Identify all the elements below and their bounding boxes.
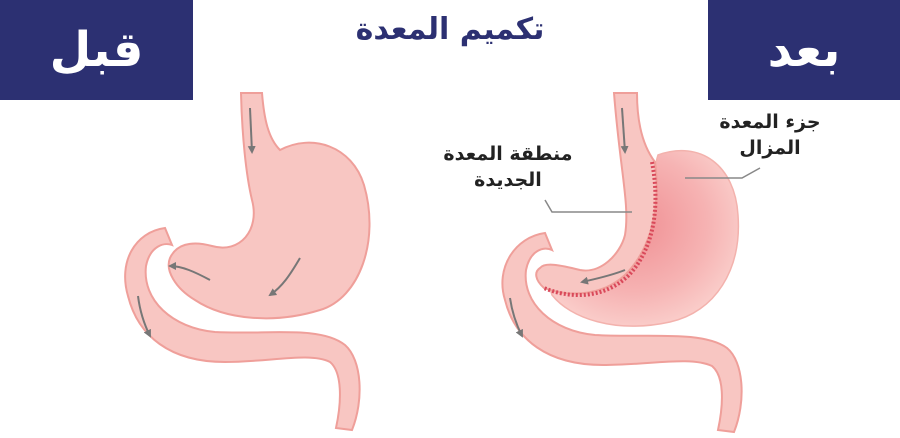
leader-line-removed bbox=[685, 167, 761, 179]
arrow-icon bbox=[620, 107, 629, 154]
arrow-icon bbox=[268, 257, 301, 297]
after-badge: بعد bbox=[708, 0, 900, 100]
new-stomach-label: منطقة المعدة الجديدة bbox=[443, 143, 573, 191]
after-intestine bbox=[501, 231, 743, 434]
arrow-icon bbox=[580, 269, 626, 285]
page-title: تكميم المعدة bbox=[355, 12, 545, 47]
before-intestine bbox=[124, 226, 361, 432]
leader-line-new bbox=[544, 199, 632, 213]
after-stomach bbox=[501, 92, 743, 434]
arrow-icon bbox=[137, 295, 151, 338]
removed-part-label: جزء المعدة المزال bbox=[719, 111, 821, 159]
after-label: بعد bbox=[767, 22, 841, 78]
arrow-icon bbox=[247, 107, 256, 154]
before-stomach bbox=[124, 92, 371, 432]
before-stomach-body bbox=[167, 92, 371, 320]
arrow-icon bbox=[168, 262, 211, 281]
before-badge: قبل bbox=[0, 0, 193, 100]
before-label: قبل bbox=[49, 22, 144, 78]
arrow-icon bbox=[509, 297, 523, 338]
staple-line bbox=[543, 161, 658, 298]
sleeve-stomach bbox=[535, 92, 658, 295]
